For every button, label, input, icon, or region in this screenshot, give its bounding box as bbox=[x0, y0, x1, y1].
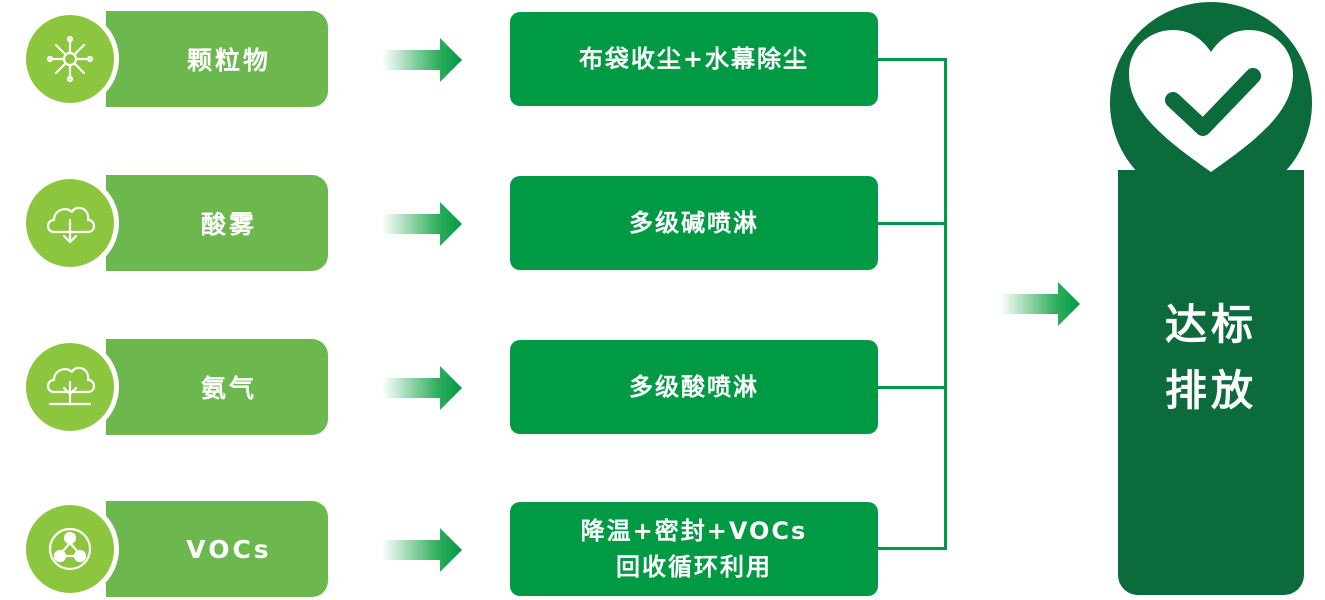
flow-arrow bbox=[382, 528, 462, 572]
pollutant-label: 酸雾 bbox=[200, 210, 257, 239]
pollutant-label: 氨气 bbox=[200, 374, 257, 403]
cloud-tree-icon bbox=[46, 366, 96, 406]
connector-stub-3 bbox=[878, 386, 946, 389]
pollutant-icon-circle bbox=[21, 338, 119, 436]
process-box: 多级碱喷淋 bbox=[510, 176, 878, 270]
result-badge-circle bbox=[1110, 2, 1312, 204]
pollutant-label-pill: 颗粒物 bbox=[106, 11, 328, 107]
cloud-arrow-icon bbox=[46, 206, 96, 244]
flow-arrow bbox=[382, 366, 462, 410]
result-label-line1: 达标 bbox=[1164, 300, 1257, 349]
pollutant-row-particles: 颗粒物 布袋收尘+水幕除尘 bbox=[0, 10, 1325, 110]
result-label: 达标 排放 bbox=[1118, 292, 1304, 424]
process-label-line1: 布袋收尘+水幕除尘 bbox=[578, 45, 810, 73]
connector-stub-1 bbox=[878, 58, 946, 61]
flow-arrow bbox=[382, 202, 462, 246]
pollutant-icon-circle bbox=[21, 174, 119, 272]
molecule-icon bbox=[48, 527, 92, 571]
pollutant-row-ammonia: 氨气 多级酸喷淋 bbox=[0, 338, 1325, 438]
flow-arrow-final bbox=[1000, 282, 1080, 326]
connector-stub-2 bbox=[878, 222, 946, 225]
pollutant-icon-circle bbox=[21, 10, 119, 108]
pollutant-row-vocs: VOCs 降温+密封+VOCs 回收循环利用 bbox=[0, 500, 1325, 600]
heart-check-icon bbox=[1129, 30, 1293, 172]
result-column bbox=[1118, 170, 1304, 595]
pollutant-label-pill: 酸雾 bbox=[106, 175, 328, 271]
process-box: 降温+密封+VOCs 回收循环利用 bbox=[510, 502, 878, 596]
process-box: 多级酸喷淋 bbox=[510, 340, 878, 434]
pollutant-label: VOCs bbox=[186, 534, 272, 564]
connector-vertical-line bbox=[944, 58, 947, 550]
process-box: 布袋收尘+水幕除尘 bbox=[510, 12, 878, 106]
pollutant-label-pill: 氨气 bbox=[106, 339, 328, 435]
process-label-line1: 多级碱喷淋 bbox=[629, 209, 759, 237]
pollutant-label-pill: VOCs bbox=[106, 501, 328, 597]
process-label-line2: 回收循环利用 bbox=[616, 553, 772, 581]
pollutant-row-acid-mist: 酸雾 多级碱喷淋 bbox=[0, 174, 1325, 274]
result-label-line2: 排放 bbox=[1164, 366, 1257, 415]
process-label-line1: 降温+密封+VOCs bbox=[580, 517, 808, 545]
pollutant-label: 颗粒物 bbox=[186, 46, 271, 75]
flow-arrow bbox=[382, 38, 462, 82]
particle-icon bbox=[46, 35, 94, 83]
connector-stub-4 bbox=[878, 547, 946, 550]
pollutant-icon-circle bbox=[21, 500, 119, 598]
process-label-line1: 多级酸喷淋 bbox=[629, 373, 759, 401]
